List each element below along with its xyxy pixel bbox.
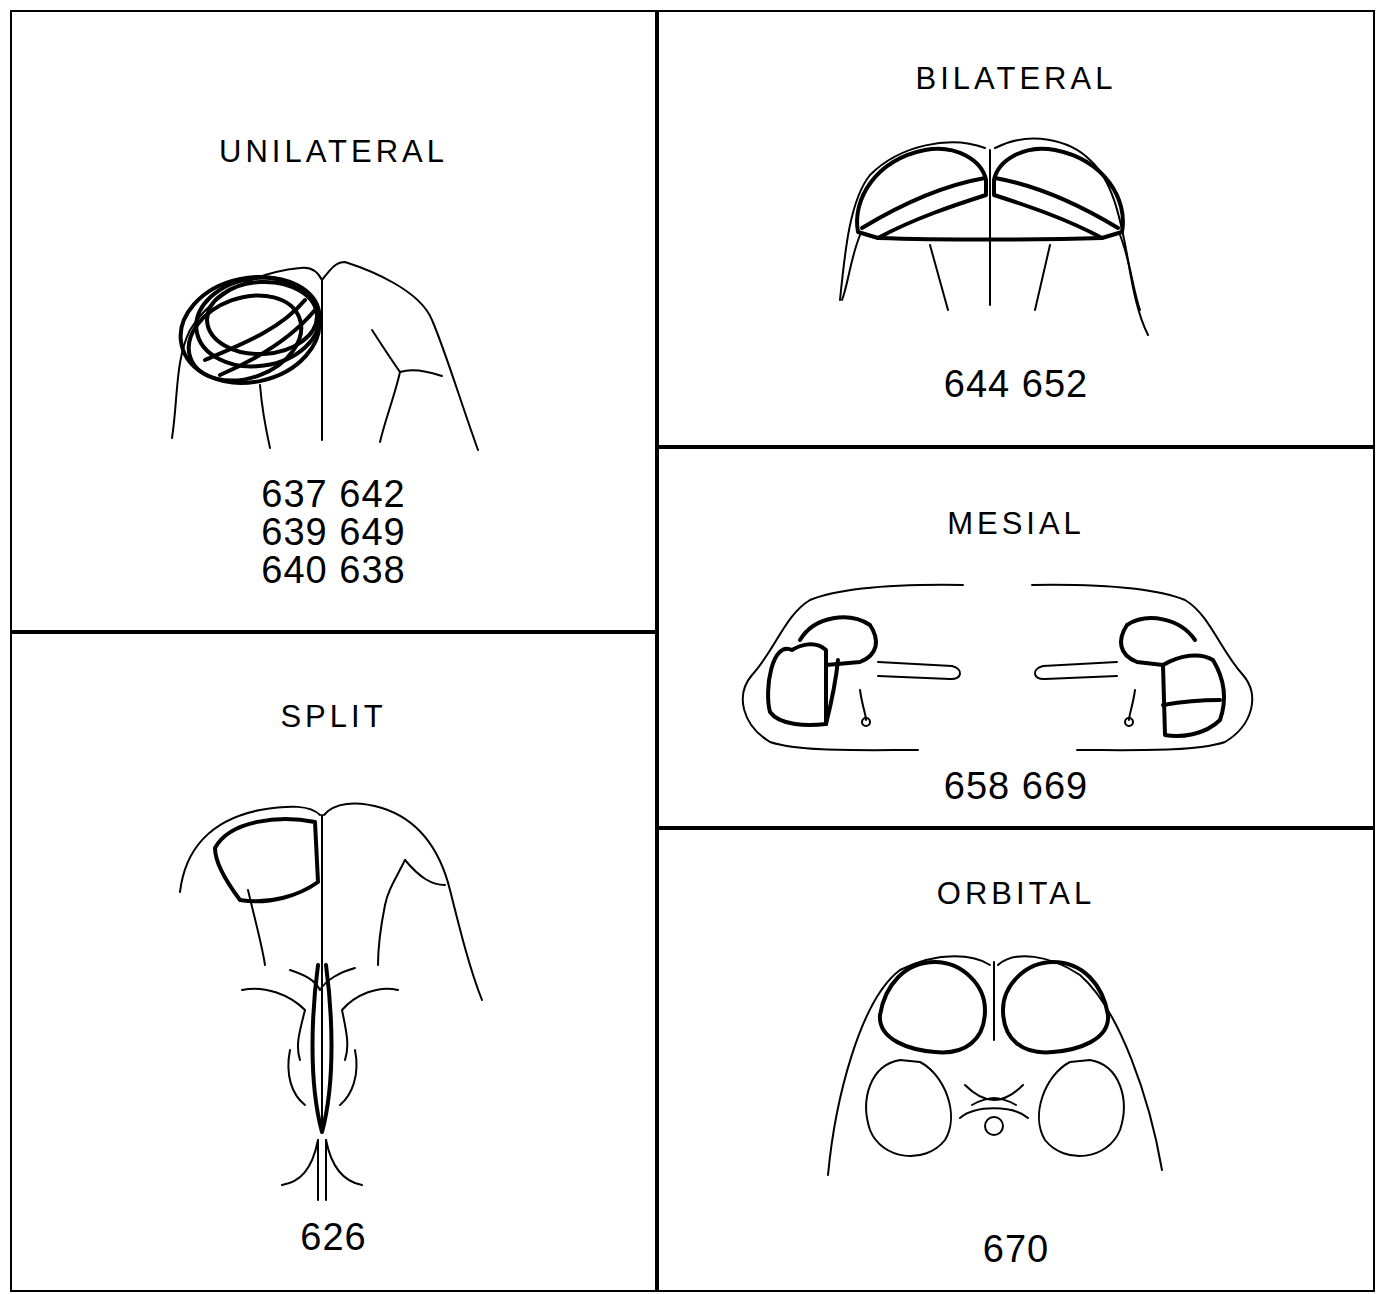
unilateral-brain (171, 262, 478, 450)
split-brain (180, 804, 482, 1200)
lesion-panel: MESIAL 658 669 (657, 447, 1375, 828)
lesion-panel: ORBITAL 670 (657, 828, 1375, 1292)
lesion-case-numbers: 637 642 639 649 640 638 (259, 475, 407, 589)
panel-heading: UNILATERAL (12, 132, 655, 172)
panel-heading: ORBITAL (659, 874, 1373, 914)
panel-heading: MESIAL (659, 504, 1373, 544)
mesial-brain (743, 585, 1252, 750)
lesion-case-numbers: 626 (259, 1218, 407, 1256)
panel-heading: BILATERAL (659, 59, 1373, 99)
lesion-panel: SPLIT 626 (10, 632, 657, 1292)
panel-heading: SPLIT (12, 697, 655, 737)
bilateral-brain (840, 139, 1148, 335)
orbital-brain (828, 956, 1162, 1175)
lesion-case-numbers: 670 (942, 1230, 1090, 1268)
lesion-case-numbers: 658 669 (942, 767, 1090, 805)
lesion-panel: BILATERAL 644 652 (657, 10, 1375, 447)
lesion-case-numbers: 644 652 (942, 365, 1090, 403)
lesion-panel: UNILATERAL 637 642 639 649 640 638 (10, 10, 657, 632)
